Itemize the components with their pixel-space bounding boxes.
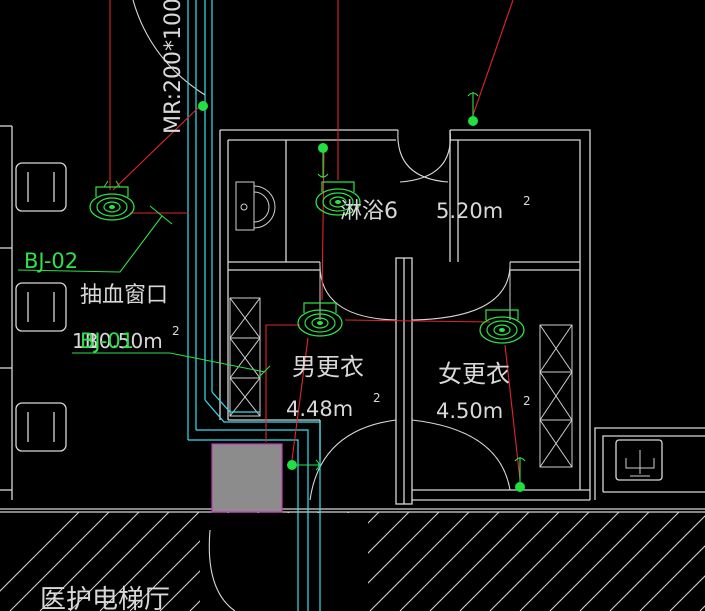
pull-station-icon[interactable] xyxy=(514,457,526,492)
ceiling-detector-icon[interactable] xyxy=(297,302,343,337)
room-walls xyxy=(219,129,705,505)
area-1b-sup: 2 xyxy=(172,324,180,338)
ceiling-detector-icon[interactable] xyxy=(89,180,135,221)
door-swings xyxy=(208,129,511,611)
room-female-area-label: 4.50m xyxy=(436,399,503,423)
room-female-area-sup: 2 xyxy=(523,394,531,408)
device-node[interactable] xyxy=(198,101,208,111)
room-male-label: 男更衣 xyxy=(292,353,364,381)
blood-window-label: 抽血窗口 xyxy=(80,283,168,308)
locker-left xyxy=(229,297,261,417)
hall-label: 医护电梯厅 xyxy=(40,585,170,611)
room-male-area-label: 4.48m xyxy=(286,397,353,421)
ceiling-detector-icon[interactable] xyxy=(315,181,361,216)
area-1b-label: 10.50m xyxy=(86,329,163,353)
room-shower-area-label: 5.20m xyxy=(436,199,503,223)
label-1b: 1B xyxy=(72,329,98,353)
pull-station-icon xyxy=(615,439,663,481)
left-partition xyxy=(0,125,13,500)
room-male-area-sup: 2 xyxy=(373,391,381,405)
pull-station-icon[interactable] xyxy=(317,143,329,178)
tag-bj02-label: BJ-02 xyxy=(24,249,78,273)
hatched-wall-band xyxy=(0,508,705,611)
ceiling-detector-icon[interactable] xyxy=(479,309,525,344)
room-shower-area-sup: 2 xyxy=(523,194,531,208)
chair-icon xyxy=(15,282,67,332)
chair-icon xyxy=(15,162,67,212)
room-shower-label: 淋浴6 xyxy=(340,199,398,224)
room-female-label: 女更衣 xyxy=(438,360,510,388)
pull-station-icon[interactable] xyxy=(287,459,320,471)
chair-icon xyxy=(15,402,67,452)
red-wiring xyxy=(109,0,521,481)
pull-station-icon[interactable] xyxy=(467,92,479,126)
structural-column xyxy=(211,443,283,513)
tag-bj01-label: BJ-01 xyxy=(80,329,134,353)
locker-right xyxy=(539,324,573,468)
sink-icon xyxy=(235,181,276,231)
leader-lines xyxy=(17,205,271,379)
pipe-tag-label: MR:200*100 xyxy=(161,0,186,134)
door-swing-icon xyxy=(132,0,206,96)
